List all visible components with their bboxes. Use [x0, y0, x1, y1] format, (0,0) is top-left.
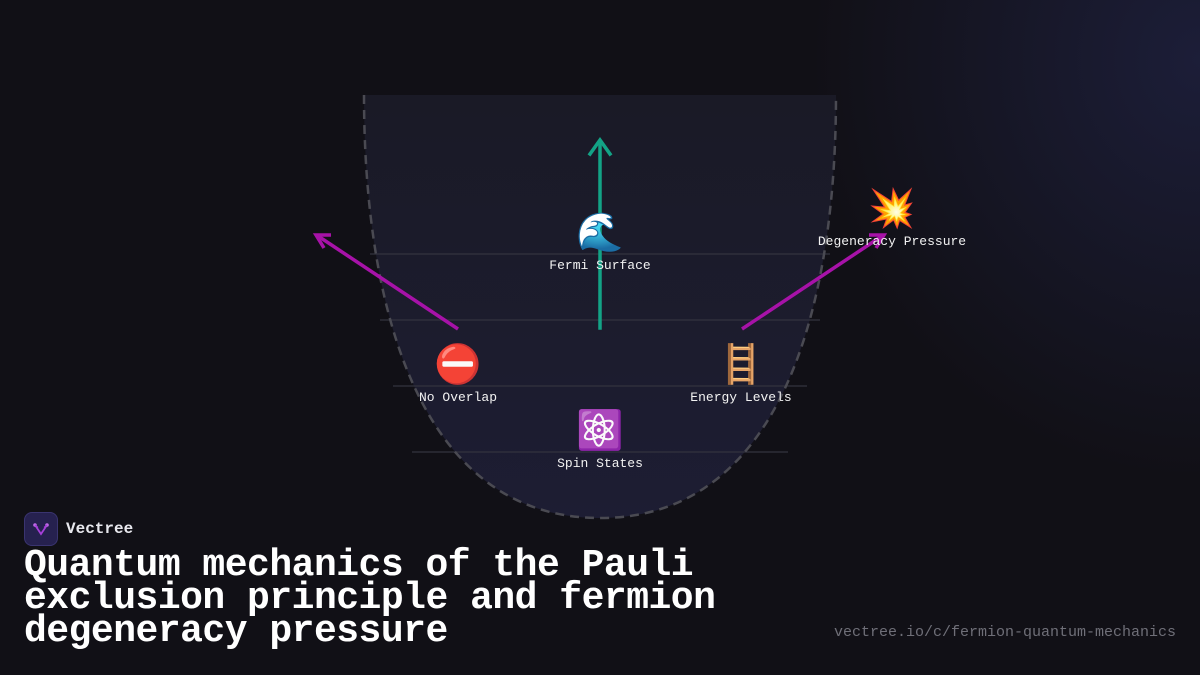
node-label: Spin States	[557, 456, 643, 471]
brand: Vectree	[24, 512, 133, 546]
well-outline	[362, 94, 838, 520]
exclusion-arrow	[312, 233, 459, 331]
node-label: Energy Levels	[690, 390, 792, 405]
vectree-logo-icon	[24, 512, 58, 546]
node-fermi-surface: 🌊 Fermi Surface	[549, 210, 650, 274]
node-spin-states: ⚛️ Spin States	[557, 408, 643, 472]
atom-icon: ⚛️	[576, 408, 624, 452]
node-degeneracy-pressure: 💥 Degeneracy Pressure	[818, 186, 966, 250]
brand-name: Vectree	[66, 520, 134, 538]
water-wave-icon: 🌊	[576, 210, 624, 254]
pressure-arrow	[741, 233, 888, 331]
node-label: Degeneracy Pressure	[817, 234, 967, 249]
node-label: Fermi Surface	[549, 258, 651, 273]
node-energy-levels: 🪜 Energy Levels	[690, 342, 791, 406]
ladder-icon: 🪜	[717, 342, 765, 386]
fermi-arrow	[587, 136, 613, 330]
source-url: vectree.io/c/fermion-quantum-mechanics	[833, 624, 1176, 641]
node-label: No Overlap	[418, 390, 498, 405]
page-title: Quantum mechanics of the Pauli exclusion…	[24, 544, 716, 653]
no-entry-icon: ⛔	[434, 342, 482, 386]
node-no-overlap: ⛔ No Overlap	[419, 342, 497, 406]
collision-icon: 💥	[868, 186, 916, 230]
